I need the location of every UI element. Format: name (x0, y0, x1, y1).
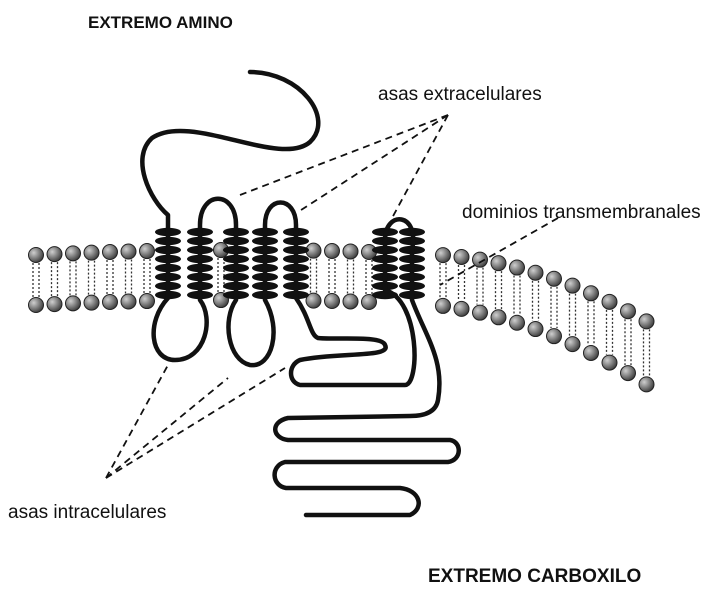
lipid-head-inner (84, 295, 99, 310)
lipid-head-outer (140, 244, 155, 259)
label-amino-end: EXTREMO AMINO (88, 13, 233, 32)
lipid-head-inner (528, 322, 543, 337)
lipid-head-inner (103, 295, 118, 310)
lipid-head-inner (621, 366, 636, 381)
lipid-head-inner (121, 294, 136, 309)
label-extracellular-loops: asas extracelulares (378, 84, 542, 105)
pointer-intracellular-3 (106, 368, 285, 478)
lipid-head-outer (602, 294, 617, 309)
pointer-intracellular-2 (106, 378, 228, 478)
lipid-head-inner (639, 377, 654, 392)
lipid-head-outer (436, 248, 451, 263)
lipid-head-inner (66, 296, 81, 311)
lipid-head-outer (491, 256, 506, 271)
lipid-head-outer (454, 249, 469, 264)
lipid-head-outer (84, 245, 99, 260)
lipid-head-outer (510, 260, 525, 275)
lipid-head-inner (140, 294, 155, 309)
lipid-head-outer (565, 278, 580, 293)
lipid-head-inner (47, 297, 62, 312)
lipid-head-outer (621, 304, 636, 319)
lipid-head-outer (325, 244, 340, 259)
lipid-head-inner (602, 355, 617, 370)
lipid-head-outer (639, 314, 654, 329)
lipid-head-inner (473, 305, 488, 320)
label-carboxyl-end: EXTREMO CARBOXILO (428, 566, 641, 587)
lipid-head-inner (454, 301, 469, 316)
lipid-head-outer (473, 252, 488, 267)
lipid-head-outer (343, 244, 358, 259)
lipid-head-outer (29, 247, 44, 262)
lipid-bilayer (29, 243, 655, 392)
lipid-head-outer (103, 245, 118, 260)
lipid-head-inner (29, 297, 44, 312)
lipid-head-outer (66, 246, 81, 261)
lipid-head-inner (584, 345, 599, 360)
lipid-head-inner (547, 329, 562, 344)
lipid-head-inner (343, 294, 358, 309)
pointer-extracellular-3 (392, 115, 448, 218)
lipid-head-outer (547, 271, 562, 286)
lipid-head-inner (325, 294, 340, 309)
lipid-head-outer (47, 247, 62, 262)
pointer-intracellular-1 (106, 365, 168, 478)
lipid-head-outer (528, 265, 543, 280)
lipid-head-inner (510, 315, 525, 330)
label-transmembrane-domains: dominios transmembranales (462, 202, 701, 223)
lipid-head-outer (121, 244, 136, 259)
lipid-head-inner (565, 337, 580, 352)
label-intracellular-loops: asas intracelulares (8, 502, 166, 523)
lipid-head-inner (491, 310, 506, 325)
lipid-head-inner (436, 298, 451, 313)
lipid-head-outer (584, 286, 599, 301)
